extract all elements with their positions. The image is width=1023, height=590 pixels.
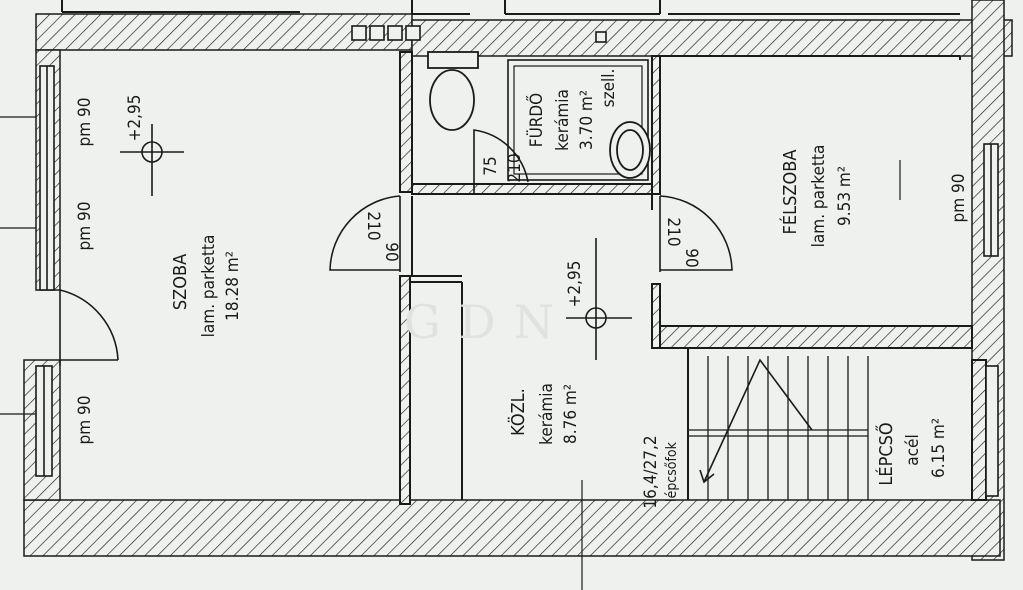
door-bath-height: 210 bbox=[505, 153, 525, 182]
room-szoba-floor: lam. parketta bbox=[199, 235, 219, 338]
door-right-width: 90 bbox=[681, 248, 701, 267]
room-felszoba-name: FÉLSZOBA bbox=[779, 150, 801, 235]
room-lepcso-floor: acél bbox=[903, 434, 923, 465]
window-label-2: pm 90 bbox=[75, 202, 95, 251]
room-kozl-area: 8.76 m² bbox=[561, 384, 581, 444]
stair-note-label: lépcsőfok bbox=[664, 441, 680, 502]
room-lepcso-name: LÉPCSŐ bbox=[875, 422, 897, 485]
watermark-logo: GDN bbox=[404, 295, 572, 349]
room-felszoba-area: 9.53 m² bbox=[835, 166, 855, 226]
wall-top-left bbox=[35, 13, 413, 51]
vent-blocks bbox=[351, 25, 607, 43]
sanitary-fixtures bbox=[427, 51, 651, 179]
upper-floor-fragments bbox=[61, 0, 960, 15]
room-felszoba-floor: lam. parketta bbox=[809, 145, 829, 248]
level-szoba: +2,95 bbox=[125, 95, 145, 142]
level-kozl: +2,95 bbox=[565, 261, 585, 308]
room-furdo-area: 3.70 m² bbox=[577, 90, 597, 150]
doors-interior bbox=[329, 129, 733, 272]
stair-treads bbox=[687, 356, 869, 500]
window-label-1: pm 90 bbox=[75, 98, 95, 147]
room-kozl-floor: kerámia bbox=[537, 383, 557, 445]
axis-lines bbox=[0, 116, 901, 590]
window-label-4: pm 90 bbox=[949, 174, 969, 223]
level-markers bbox=[120, 124, 632, 360]
door-szoba-exit bbox=[59, 289, 119, 366]
wall-top-right bbox=[411, 19, 1013, 57]
door-bath-width: 75 bbox=[481, 156, 501, 175]
room-furdo-floor: kerámia bbox=[553, 89, 573, 151]
door-left-width: 90 bbox=[381, 242, 401, 261]
room-furdo-name: FÜRDŐ bbox=[525, 93, 547, 147]
wall-bottom bbox=[23, 499, 1001, 557]
room-furdo-extra: szell. bbox=[599, 69, 619, 108]
room-szoba-name: SZOBA bbox=[170, 254, 191, 310]
window-label-3: pm 90 bbox=[75, 396, 95, 445]
room-lepcso-area: 6.15 m² bbox=[929, 418, 949, 478]
stair-note-ratio: 16,4/27,2 bbox=[641, 435, 661, 508]
windows-left bbox=[35, 65, 55, 477]
door-left-height: 210 bbox=[363, 211, 383, 240]
room-kozl-name: KÖZL. bbox=[507, 388, 529, 436]
room-szoba-area: 18.28 m² bbox=[223, 251, 243, 321]
door-right-height: 210 bbox=[663, 217, 683, 246]
window-right bbox=[983, 143, 999, 497]
